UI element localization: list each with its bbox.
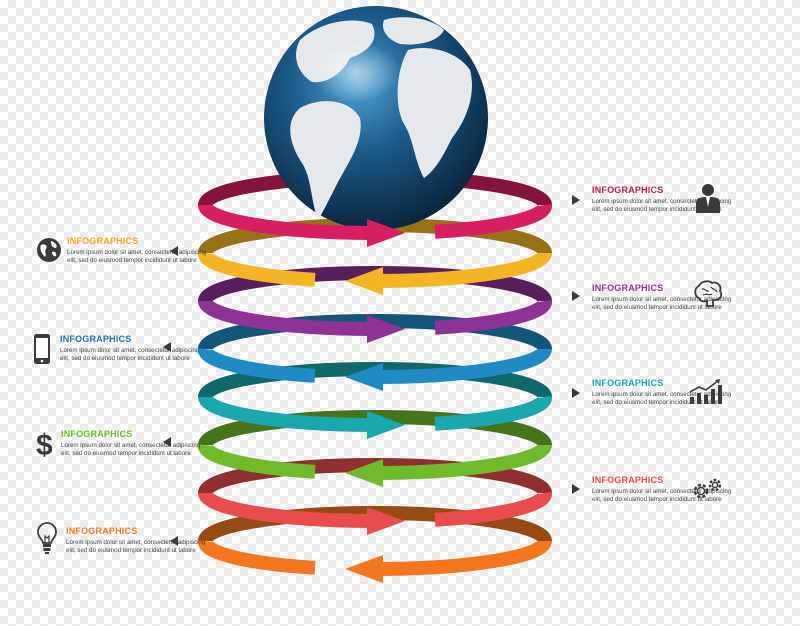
info-body: Lorem ipsum dolor sit amet, consectetur … xyxy=(592,391,732,406)
info-body: Lorem ipsum dolor sit amet, consectetur … xyxy=(67,249,207,264)
smartphone-icon xyxy=(34,334,50,364)
pointer-arrow xyxy=(572,291,580,301)
pointer-arrow xyxy=(163,342,171,352)
info-block-gears: INFOGRAPHICS Lorem ipsum dolor sit amet,… xyxy=(592,475,732,504)
info-title: INFOGRAPHICS xyxy=(61,429,133,439)
arrowhead xyxy=(345,555,383,583)
ring-teal xyxy=(198,395,552,439)
pointer-arrow xyxy=(163,437,171,447)
pointer-arrow xyxy=(572,195,580,205)
ring-orange xyxy=(198,539,552,583)
ring-red xyxy=(198,491,552,535)
arrowhead xyxy=(345,459,383,487)
pointer-arrow xyxy=(572,388,580,398)
person-icon xyxy=(696,184,720,213)
lightbulb-icon xyxy=(37,522,57,554)
ring-yellow xyxy=(198,251,552,295)
ring-front-arc xyxy=(434,299,552,335)
info-body: Lorem ipsum dolor sit amet, consectetur … xyxy=(60,347,200,362)
info-body: Lorem ipsum dolor sit amet, consectetur … xyxy=(592,488,732,503)
info-title: INFOGRAPHICS xyxy=(592,185,664,195)
info-title: INFOGRAPHICS xyxy=(67,236,139,246)
dollar-icon: $ xyxy=(36,429,53,460)
globe xyxy=(264,6,488,230)
info-body: Lorem ipsum dolor sit amet, consectetur … xyxy=(61,442,201,457)
pointer-arrow xyxy=(170,246,178,256)
ring-front-arc xyxy=(434,395,552,431)
globe-icon xyxy=(37,238,61,262)
info-title: INFOGRAPHICS xyxy=(66,526,138,536)
info-block-brain: INFOGRAPHICS Lorem ipsum dolor sit amet,… xyxy=(592,283,732,312)
ring-front-arc xyxy=(198,539,316,575)
continent-africa xyxy=(397,48,472,178)
info-title: INFOGRAPHICS xyxy=(592,475,664,485)
bar-chart-icon xyxy=(689,379,722,404)
ring-front-arc xyxy=(379,539,552,576)
arrowhead xyxy=(367,507,405,535)
arrowhead xyxy=(367,411,405,439)
pointer-arrow xyxy=(572,484,580,494)
ring-front-arc xyxy=(198,395,371,432)
ring-purple xyxy=(198,299,552,343)
ring-front-arc xyxy=(434,491,552,527)
ring-front-arc xyxy=(198,443,316,479)
info-body: Lorem ipsum dolor sit amet, consectetur … xyxy=(592,198,732,213)
ring-front-arc xyxy=(198,491,371,528)
info-block-lightbulb: INFOGRAPHICS Lorem ipsum dolor sit amet,… xyxy=(66,526,206,555)
arrowhead xyxy=(367,219,405,247)
info-block-chart: INFOGRAPHICS Lorem ipsum dolor sit amet,… xyxy=(592,378,732,407)
ring-blue xyxy=(198,347,552,391)
info-body: Lorem ipsum dolor sit amet, consectetur … xyxy=(66,539,206,554)
info-title: INFOGRAPHICS xyxy=(60,334,132,344)
ring-front-arc xyxy=(198,203,371,240)
rings-front-layer xyxy=(198,203,552,583)
ring-green xyxy=(198,443,552,487)
arrowhead xyxy=(367,315,405,343)
ring-front-arc xyxy=(198,347,316,383)
ring-front-arc xyxy=(379,251,552,288)
continent-europe xyxy=(382,17,444,45)
info-title: INFOGRAPHICS xyxy=(592,283,664,293)
info-body: Lorem ipsum dolor sit amet, consectetur … xyxy=(592,296,732,311)
ring-front-arc xyxy=(379,347,552,384)
info-block-phone: INFOGRAPHICS Lorem ipsum dolor sit amet,… xyxy=(60,334,200,363)
brain-icon xyxy=(694,280,723,307)
ring-front-arc xyxy=(198,251,316,287)
ring-front-arc xyxy=(379,443,552,480)
pointer-arrow xyxy=(170,536,178,546)
ring-front-arc xyxy=(198,299,371,336)
arrowhead xyxy=(345,267,383,295)
gears-icon xyxy=(693,478,722,499)
info-block-dollar: INFOGRAPHICS Lorem ipsum dolor sit amet,… xyxy=(61,429,201,458)
arrowhead xyxy=(345,363,383,391)
ring-pink xyxy=(198,203,552,247)
info-title: INFOGRAPHICS xyxy=(592,378,664,388)
continent-south-america xyxy=(290,101,361,220)
info-block-globe: INFOGRAPHICS Lorem ipsum dolor sit amet,… xyxy=(67,236,207,265)
ring-front-arc xyxy=(434,203,552,239)
svg-text:$: $ xyxy=(36,429,53,460)
info-block-person: INFOGRAPHICS Lorem ipsum dolor sit amet,… xyxy=(592,185,732,214)
